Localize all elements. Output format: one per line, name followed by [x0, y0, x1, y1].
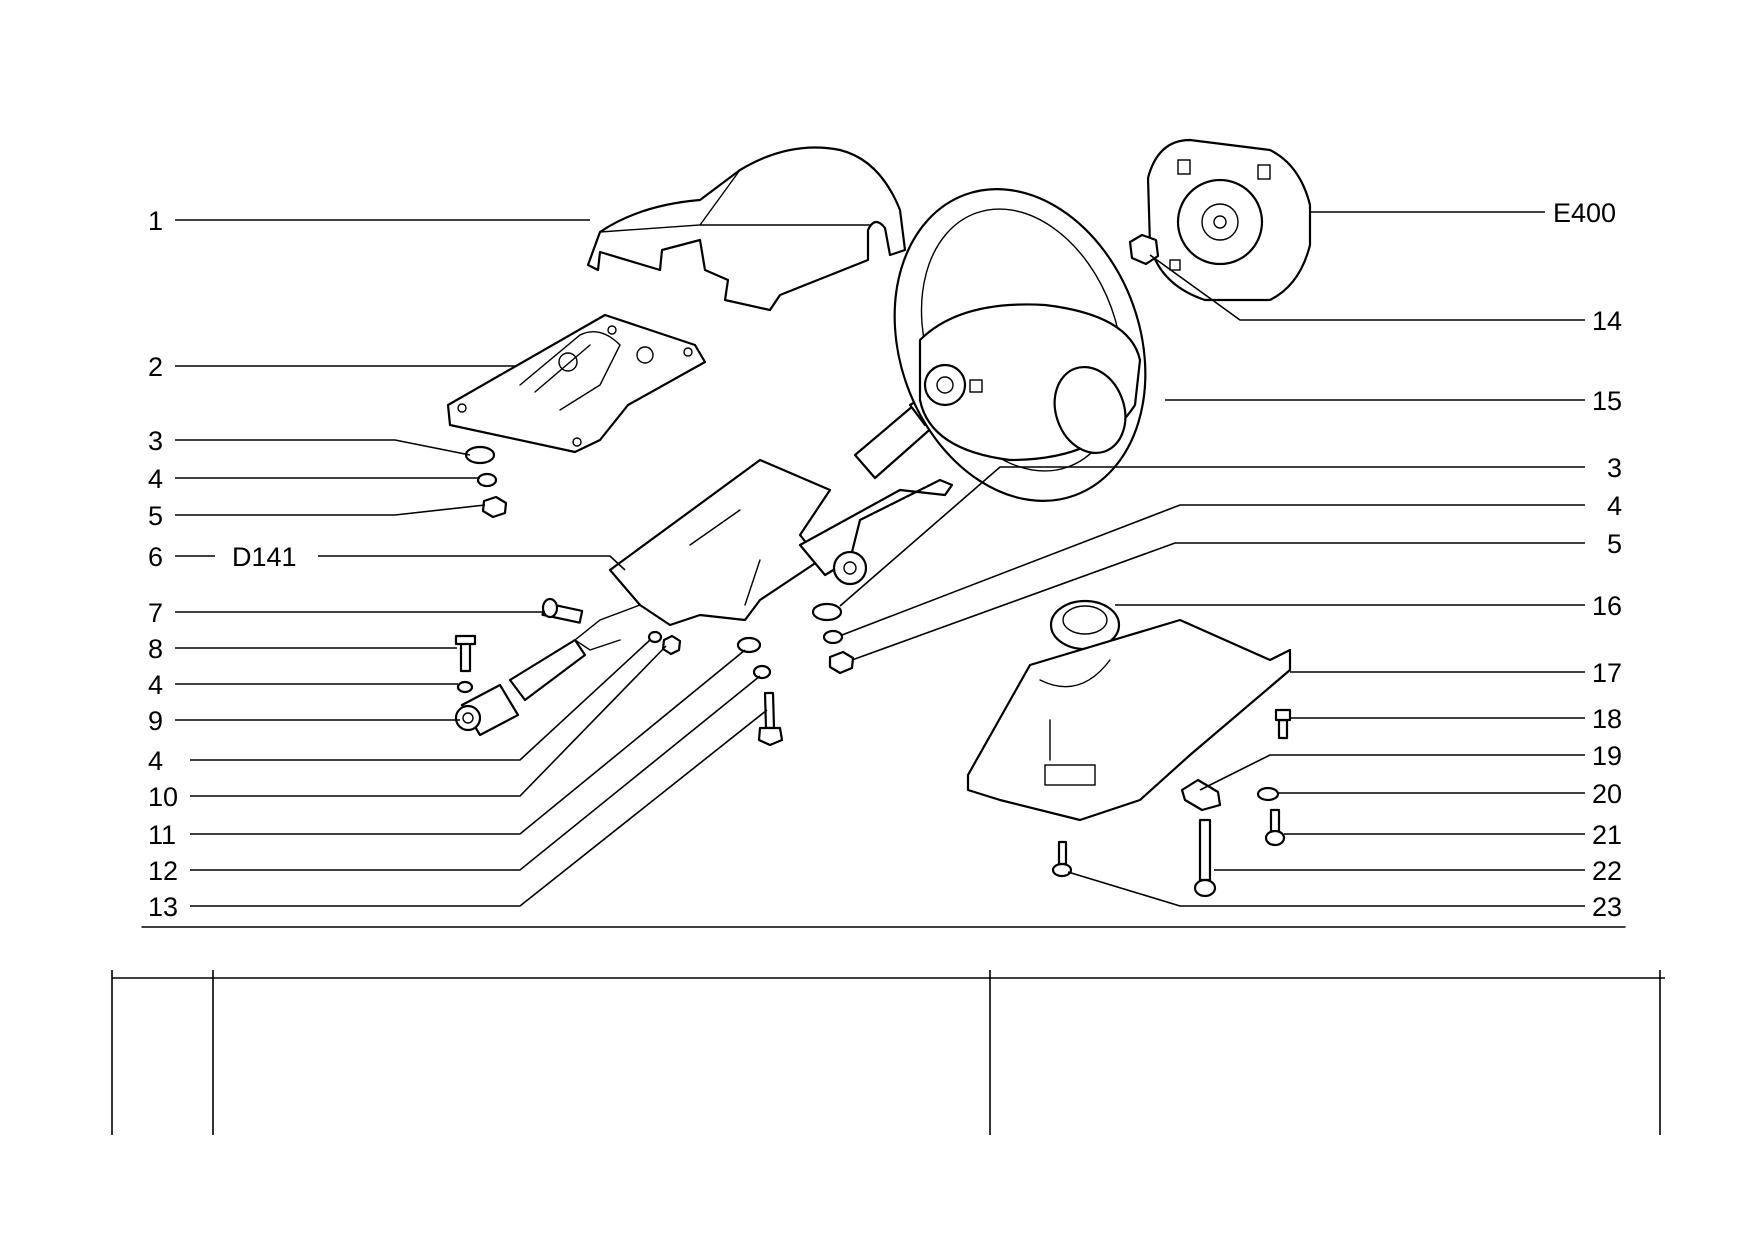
nut-14 [1128, 233, 1160, 266]
callout-1: 1 [148, 206, 163, 236]
washer-20 [1256, 786, 1280, 802]
callout-14: 14 [1592, 306, 1622, 336]
nut-5-right [828, 650, 855, 675]
screw-23 [1051, 840, 1073, 878]
lower-shroud [966, 618, 1292, 822]
callout-19: 19 [1592, 741, 1622, 771]
spring-washer-13 [752, 664, 772, 680]
callout-13: 13 [148, 892, 178, 922]
callout-4-b: 4 [148, 670, 163, 700]
callout-22: 22 [1592, 856, 1622, 886]
washer-12 [736, 636, 762, 654]
intermediate-shaft [454, 638, 587, 737]
clip-19 [1180, 778, 1222, 812]
bolt-7 [541, 597, 584, 624]
callout-2: 2 [148, 352, 163, 382]
washer-3-right [811, 602, 843, 622]
leader-lines [175, 211, 1585, 907]
callout-12: 12 [148, 856, 178, 886]
callout-10: 10 [148, 782, 178, 812]
callout-3-right: 3 [1607, 453, 1622, 483]
callout-5-left: 5 [148, 501, 163, 531]
callout-7: 7 [148, 598, 163, 628]
callout-15: 15 [1592, 386, 1622, 416]
callout-16: 16 [1592, 591, 1622, 621]
callout-6-reference: D141 [232, 542, 297, 572]
callout-4-c: 4 [148, 746, 163, 776]
washer-3-left [464, 445, 496, 465]
airbag-module [1146, 138, 1312, 302]
nut-11 [661, 634, 682, 656]
spring-washer-4-b [456, 680, 474, 694]
callout-6: 6 [148, 542, 163, 572]
parts-table-frame [111, 970, 1665, 1135]
callout-3-left: 3 [148, 426, 163, 456]
callout-e400: E400 [1553, 198, 1616, 228]
callout-4-left: 4 [148, 464, 163, 494]
nut-5-left [481, 495, 508, 519]
callout-9: 9 [148, 706, 163, 736]
screw-13 [757, 691, 784, 747]
washer-10 [647, 630, 663, 644]
bolt-8 [454, 634, 477, 673]
steering-column [573, 383, 962, 651]
mounting-plate [446, 313, 707, 454]
callout-4-right: 4 [1607, 491, 1622, 521]
callout-21: 21 [1592, 820, 1622, 850]
callout-18: 18 [1592, 704, 1622, 734]
callout-23: 23 [1592, 892, 1622, 922]
callout-5-right: 5 [1607, 529, 1622, 559]
upper-shroud [586, 146, 907, 312]
spring-washer-4-left [476, 472, 498, 488]
callout-8: 8 [148, 634, 163, 664]
steering-wheel [893, 188, 1147, 502]
callout-20: 20 [1592, 779, 1622, 809]
screw-22 [1193, 818, 1217, 898]
spring-washer-4-right [822, 629, 844, 645]
screw-21 [1264, 808, 1286, 847]
callout-11: 11 [148, 820, 176, 850]
screw-18 [1274, 708, 1292, 740]
callout-17: 17 [1592, 658, 1622, 688]
